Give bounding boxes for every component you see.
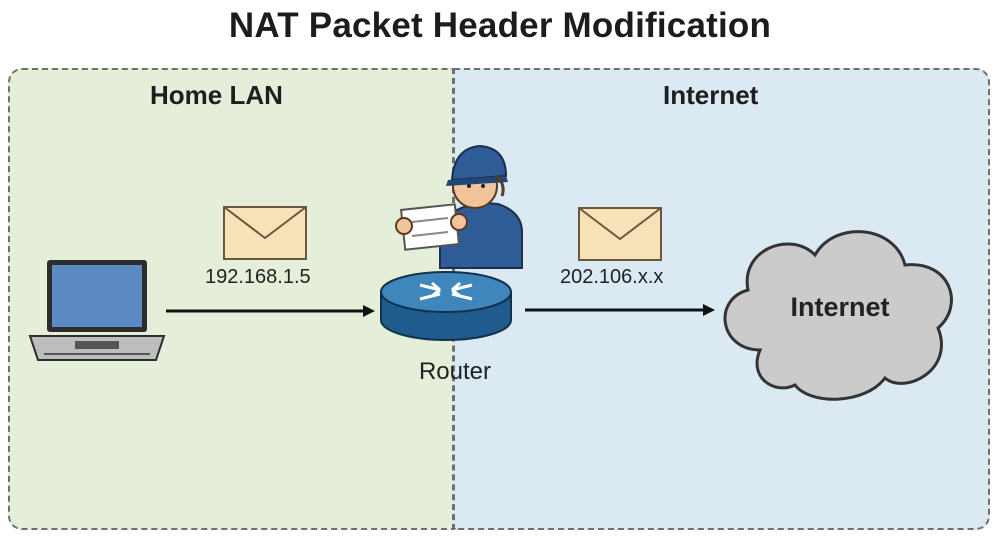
envelope-icon bbox=[223, 206, 307, 260]
page-title: NAT Packet Header Modification bbox=[228, 6, 772, 45]
envelope-icon bbox=[578, 207, 662, 261]
home-lan-label: Home LAN bbox=[150, 80, 283, 110]
laptop-icon bbox=[28, 260, 166, 361]
internet-zone-label: Internet bbox=[663, 80, 759, 110]
router-icon bbox=[380, 271, 512, 341]
lan-ip-address: 192.168.1.5 bbox=[205, 266, 311, 288]
worker-icon bbox=[395, 144, 523, 269]
router-label: Router bbox=[418, 358, 492, 385]
cloud-icon bbox=[723, 230, 953, 401]
cloud-label: Internet bbox=[790, 292, 890, 322]
public-ip-address: 202.106.x.x bbox=[560, 266, 664, 288]
